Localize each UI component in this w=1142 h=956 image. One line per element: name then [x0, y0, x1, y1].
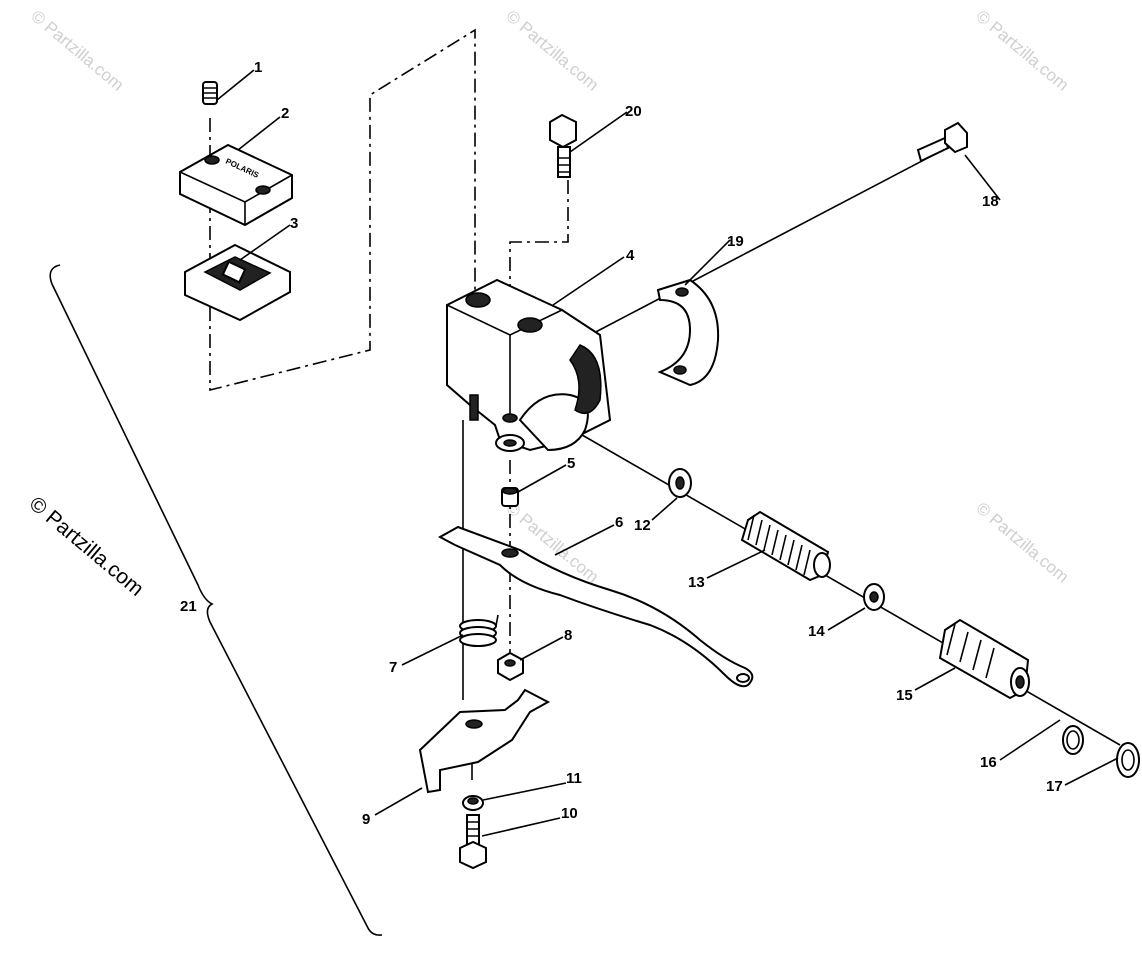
watermark-faint-2: © Partzilla.com: [502, 7, 602, 95]
label-part-3: 3: [290, 215, 298, 232]
label-part-9: 9: [362, 811, 370, 828]
part-6-lever: [437, 525, 754, 688]
label-part-1: 1: [254, 59, 262, 76]
watermark-faint-1: © Partzilla.com: [27, 7, 127, 95]
part-11-washer: [462, 795, 484, 811]
part-number-labels: 1 2 3 4 5 6 7 8 9 10 11 12 13 14 15 16 1…: [180, 59, 1063, 828]
label-part-17: 17: [1046, 778, 1063, 795]
label-part-13: 13: [688, 574, 705, 591]
part-13-spring: [740, 510, 831, 582]
part-8-nut: [497, 651, 524, 682]
label-part-12: 12: [634, 517, 651, 534]
part-17-washer: [1116, 742, 1140, 778]
label-part-7: 7: [389, 659, 397, 676]
label-part-20: 20: [625, 103, 642, 120]
label-part-2: 2: [281, 105, 289, 122]
watermark-main: © Partzilla.com: [25, 492, 148, 601]
part-14-washer: [863, 583, 885, 611]
label-part-10: 10: [561, 805, 578, 822]
assembly-bracket: [49, 264, 383, 936]
part-20-bolt: [549, 113, 577, 178]
label-part-4: 4: [626, 247, 635, 264]
watermark-faint-5: © Partzilla.com: [972, 499, 1072, 587]
part-2-reservoir-cover: POLARIS: [179, 143, 293, 227]
label-part-8: 8: [564, 627, 572, 644]
label-part-6: 6: [615, 514, 623, 531]
part-18-bolt: [916, 121, 968, 163]
watermark-faint-3: © Partzilla.com: [972, 7, 1072, 95]
part-10-bolt: [459, 814, 487, 870]
part-3-diaphragm: [184, 243, 291, 322]
label-part-16: 16: [980, 754, 997, 771]
part-7-spring: [459, 614, 499, 647]
label-part-21: 21: [180, 598, 197, 615]
faint-watermarks: © Partzilla.com © Partzilla.com © Partzi…: [27, 7, 1072, 587]
leader-lines: [216, 69, 1119, 837]
part-1-screw: [202, 81, 218, 105]
part-4-master-cylinder-body: [446, 278, 612, 452]
part-12-washer: [668, 468, 692, 498]
part-16-seal: [1062, 725, 1084, 755]
label-part-11: 11: [566, 770, 582, 787]
label-part-14: 14: [808, 623, 825, 640]
part-15-piston: [938, 618, 1030, 700]
label-part-18: 18: [982, 193, 999, 210]
label-part-5: 5: [567, 455, 575, 472]
label-part-19: 19: [727, 233, 744, 250]
label-part-15: 15: [896, 687, 913, 704]
part-19-clamp: [656, 278, 720, 387]
part-5-bushing: [501, 487, 519, 507]
part-9-bracket: [418, 688, 551, 794]
